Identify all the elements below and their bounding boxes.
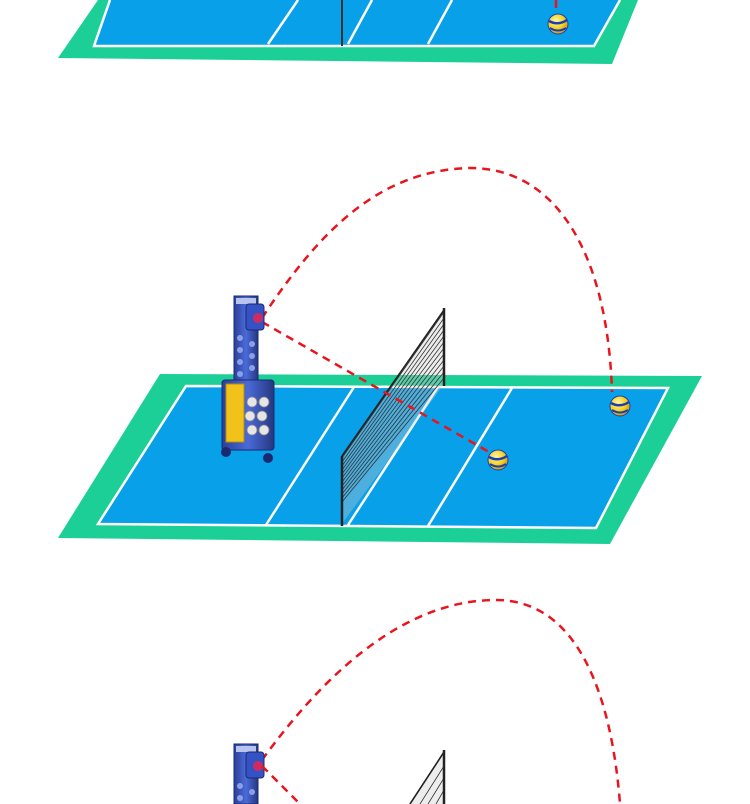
court-lines	[92, 0, 622, 48]
volleyball-icon	[547, 13, 569, 35]
volleyball-icon	[609, 395, 631, 417]
panel-bottom	[233, 598, 622, 804]
ball-machine-icon	[221, 295, 275, 463]
ball-machine-icon	[233, 743, 265, 804]
trajectory-high	[260, 598, 622, 804]
trajectory-low	[261, 320, 497, 458]
net-icon	[409, 750, 446, 804]
court-lines	[95, 384, 671, 530]
trajectory-high	[260, 166, 614, 393]
volleyball-icon	[487, 449, 509, 471]
panel-middle	[58, 166, 702, 544]
panel-top	[58, 0, 638, 64]
court-inner	[94, 0, 620, 46]
trajectory-low	[261, 765, 301, 804]
net-icon	[340, 308, 446, 526]
